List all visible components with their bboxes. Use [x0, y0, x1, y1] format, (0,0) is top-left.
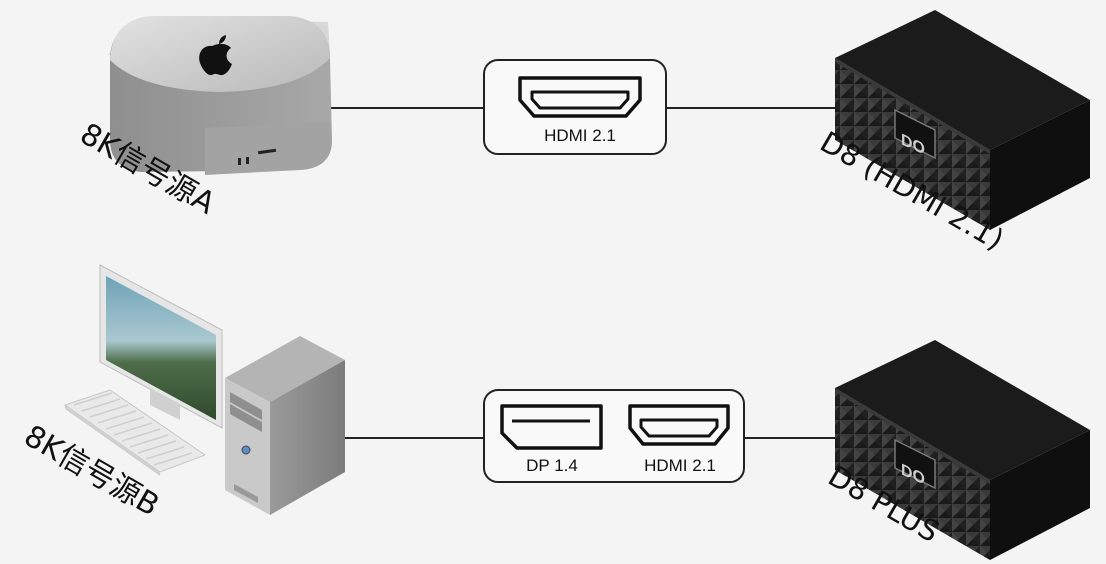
- usb-port: [238, 158, 241, 165]
- mac-studio-icon: [108, 16, 332, 175]
- power-button-icon: [241, 445, 251, 455]
- usb-port: [246, 157, 249, 164]
- desktop-pc-icon: [63, 264, 345, 515]
- apple-logo-icon: [199, 35, 232, 76]
- sd-slot: [257, 148, 277, 155]
- hdmi-port-icon: [628, 404, 730, 446]
- row-1: 8K信号源A HDMI 2.1 DO D8 (HDMI 2.1): [74, 10, 1090, 257]
- port-box: HDMI 2.1: [483, 59, 667, 155]
- displayport-icon: [500, 404, 603, 450]
- tower-case-icon: [225, 336, 345, 515]
- hdmi-port-icon: [518, 76, 642, 118]
- d8-device-icon: DO: [835, 10, 1090, 230]
- monitor-screen: [106, 276, 216, 420]
- port-label: HDMI 2.1: [544, 126, 616, 145]
- row-2: 8K信号源B DP 1.4 HDMI 2.1 DO: [18, 264, 1090, 560]
- port-label: DP 1.4: [526, 456, 578, 475]
- port-box: DP 1.4 HDMI 2.1: [483, 389, 745, 483]
- port-label: HDMI 2.1: [644, 456, 716, 475]
- d8-plus-device-icon: DO: [835, 340, 1090, 560]
- keyboard-icon: [63, 389, 207, 476]
